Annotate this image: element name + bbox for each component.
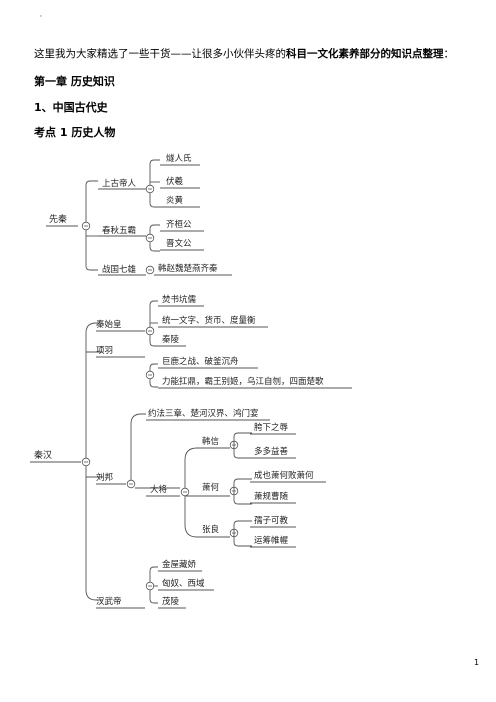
mm1-root: 先秦: [49, 213, 67, 225]
mm2-liu-general: 大将: [150, 484, 168, 495]
mm2-xiang-c2: 力能扛鼎，霸王别姬，乌江自刎，四面楚歌: [162, 376, 324, 387]
mm2-hanxin-c1: 胯下之辱: [254, 422, 289, 433]
mm2-liu-label: 刘邦: [96, 472, 114, 483]
mm1-b3-label: 战国七雄: [102, 264, 137, 275]
mm1-b1-c1: 燧人氏: [166, 153, 192, 164]
mm2-qin-label: 秦始皇: [96, 319, 122, 330]
mm2-xiaohe-c1: 成也萧何败萧何: [254, 470, 314, 481]
mm2-wu-c2: 匈奴、西域: [162, 578, 205, 589]
mm2-hanxin-label: 韩信: [202, 436, 220, 447]
intro-end: ：: [443, 48, 455, 60]
mm2-xiang-label: 项羽: [96, 346, 113, 356]
chapter-heading: 第一章 历史知识: [34, 75, 115, 88]
mm2-wu-c3: 茂陵: [162, 596, 180, 607]
mm2-hanxin-c2: 多多益善: [254, 446, 289, 457]
intro-bold: 科目一文化素养部分的知识点整理: [286, 48, 444, 60]
mm1-b2-c1: 齐桓公: [166, 219, 192, 230]
intro-text: 这里我为大家精选了一些干货——让很多小伙伴头疼的科目一文化素养部分的知识点整理：: [34, 46, 454, 61]
mm1-b1-c3: 炎黄: [166, 195, 184, 206]
mm2-zhangliang-c2: 运筹帷幄: [254, 535, 289, 546]
mm1-b2-label: 春秋五霸: [102, 225, 136, 236]
mm2-liu-top: 约法三章、楚河汉界、鸿门宴: [148, 408, 259, 419]
page-number: 1: [474, 658, 480, 667]
mm2-qin-c3: 秦陵: [162, 334, 180, 345]
mm2-qin-c2: 统一文字、货币、度量衡: [162, 315, 256, 326]
mm2-xiaohe-label: 萧何: [202, 482, 220, 493]
mm2-qin-c1: 焚书坑儒: [162, 294, 197, 305]
mm2-wu-label: 汉武帝: [96, 596, 122, 607]
mm2-wu-c1: 金屋藏娇: [162, 559, 197, 570]
mm2-zhangliang-c1: 孺子可教: [254, 515, 289, 526]
mm2-zhangliang-label: 张良: [202, 524, 220, 535]
mm2-xiang-c1: 巨鹿之战、破釜沉舟: [162, 356, 239, 367]
mm1-b3-c1: 韩赵魏楚燕齐秦: [158, 263, 218, 274]
topic-heading: 考点 1 历史人物: [34, 126, 116, 139]
section-heading: 1、中国古代史: [34, 101, 108, 114]
mm1-b1-label: 上古帝人: [102, 178, 137, 189]
mm1-b2-c2: 晋文公: [166, 238, 192, 249]
mm2-xiaohe-c2: 萧规曹随: [254, 491, 289, 502]
intro-plain: 这里我为大家精选了一些干货——让很多小伙伴头疼的: [34, 48, 286, 60]
page-mark: ': [40, 14, 42, 22]
mm1-b1-c2: 伏羲: [166, 176, 184, 187]
mm2-root: 秦汉: [34, 449, 52, 461]
